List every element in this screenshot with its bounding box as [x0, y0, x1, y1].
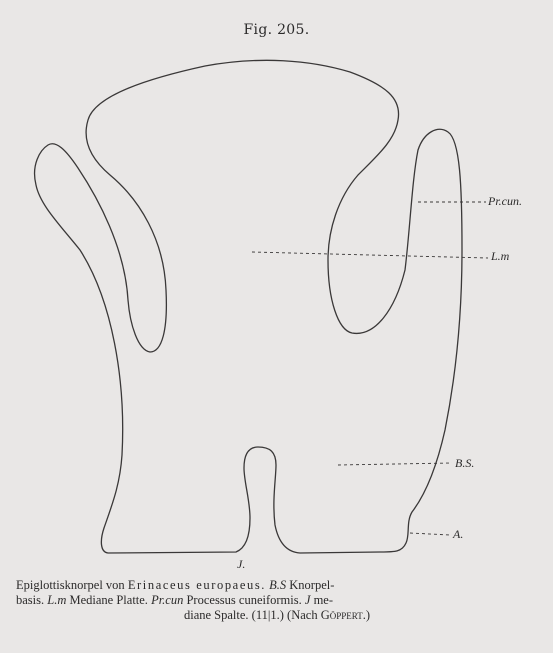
label-pr-cun: Pr.cun.	[488, 194, 522, 209]
figure-caption: Epiglottisknorpel von Erinaceus europaeu…	[16, 578, 538, 623]
caption-text: me-	[310, 593, 333, 607]
leader-a	[410, 533, 450, 535]
caption-text: Epiglottisknorpel von	[16, 578, 128, 592]
label-l-m: L.m	[491, 249, 509, 264]
leader-l-m	[252, 252, 488, 258]
caption-text: Knorpel-	[286, 578, 334, 592]
caption-text: diane Spalte. (11|1.) (Nach	[184, 608, 321, 622]
label-j: J.	[237, 557, 245, 572]
caption-abbr-lm: L.m	[47, 593, 66, 607]
leader-lines	[252, 202, 488, 535]
caption-abbr-bs: B.S	[269, 578, 286, 592]
caption-text: .)	[363, 608, 370, 622]
caption-abbr-prcun: Pr.cun	[151, 593, 183, 607]
caption-text: basis.	[16, 593, 47, 607]
caption-text: Mediane Platte.	[66, 593, 151, 607]
caption-author: Göppert	[321, 608, 363, 622]
cartilage-outline	[35, 60, 462, 553]
label-b-s: B.S.	[455, 456, 474, 471]
caption-species: Erinaceus europaeus.	[128, 578, 266, 592]
label-a: A.	[453, 527, 463, 542]
caption-text: Processus cuneiformis.	[183, 593, 305, 607]
